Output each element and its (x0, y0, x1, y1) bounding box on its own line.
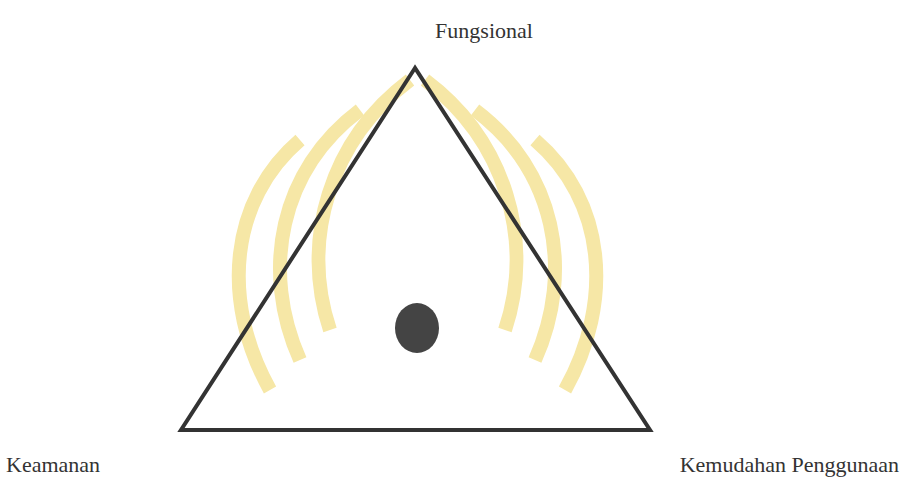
watermark-arc (239, 140, 300, 390)
triangle-outline (181, 68, 650, 430)
vertex-label: Kemudahan Penggunaan (680, 452, 899, 478)
vertex-label: Fungsional (435, 18, 533, 44)
center-dot (395, 303, 439, 353)
vertex-label: Keamanan (6, 452, 100, 478)
watermark (239, 80, 597, 390)
watermark-arc (319, 80, 410, 330)
